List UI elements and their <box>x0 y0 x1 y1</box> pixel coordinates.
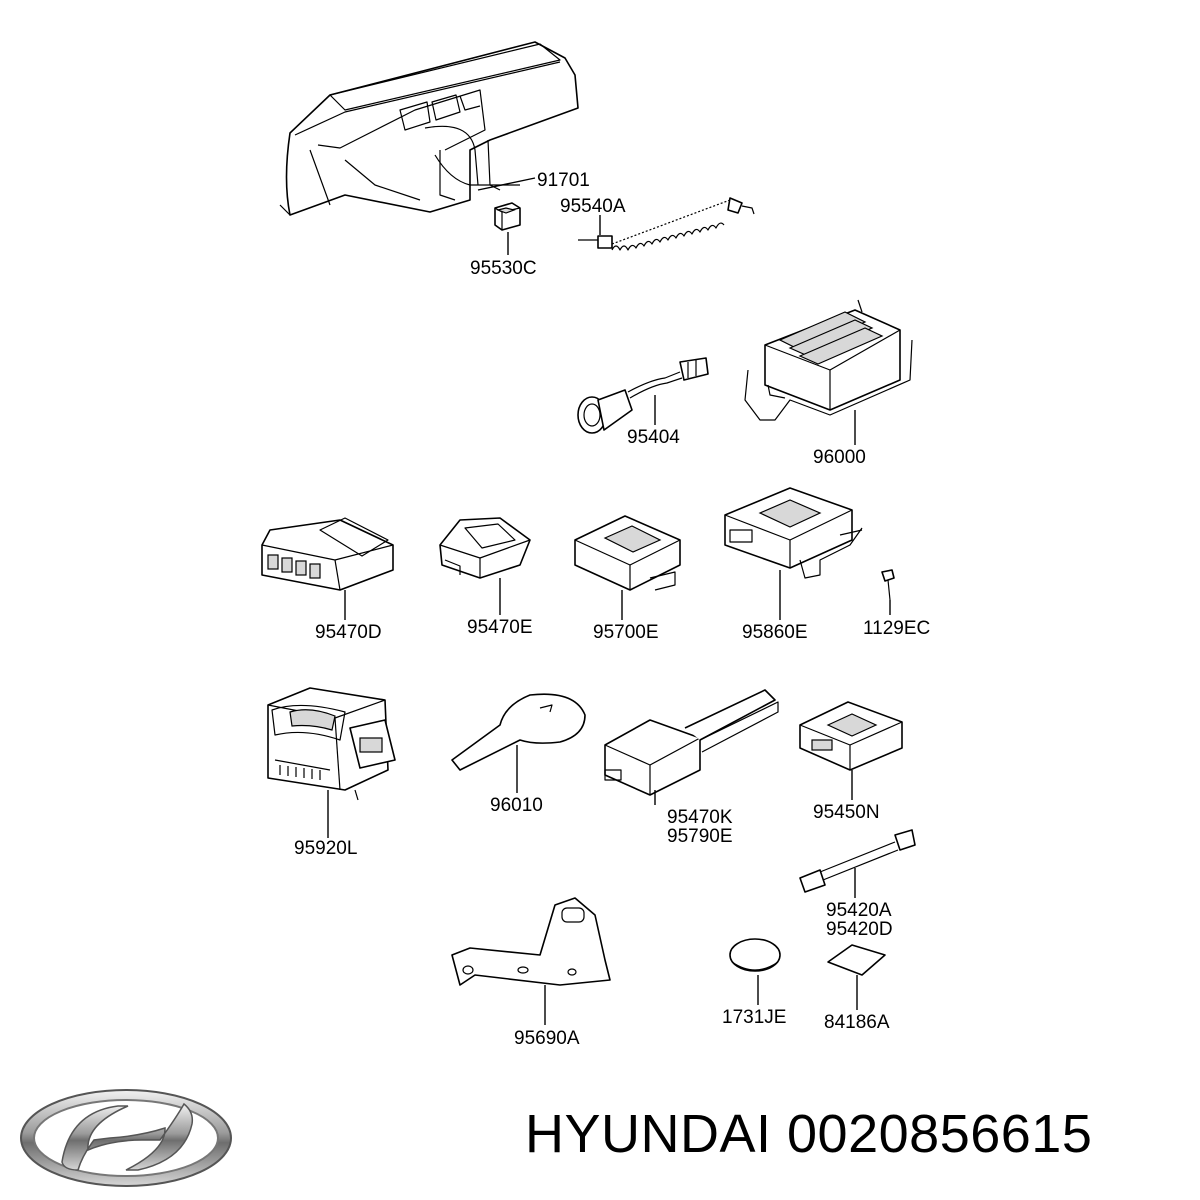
label-84186a: 84186A <box>824 1012 890 1033</box>
label-95530c: 95530C <box>470 258 537 279</box>
label-1731je: 1731JE <box>722 1007 786 1028</box>
sensor-95404 <box>577 357 709 434</box>
label-95450n: 95450N <box>813 802 880 823</box>
brand-part-number: HYUNDAI 0020856615 <box>525 1104 1093 1164</box>
switch-95530c <box>494 202 521 231</box>
module-95470e <box>439 517 531 579</box>
control-box-95700e <box>574 515 681 591</box>
label-95920l: 95920L <box>294 838 357 859</box>
ecu-95470d <box>261 517 394 591</box>
pad-84186a <box>827 944 886 976</box>
harness-95420a <box>799 829 916 893</box>
sensor-block-95920l <box>267 687 396 801</box>
label-95404: 95404 <box>627 427 680 448</box>
control-box-95450n <box>799 701 903 771</box>
label-95470d: 95470D <box>315 622 382 643</box>
label-1129ec: 1129EC <box>863 618 930 639</box>
label-95470e: 95470E <box>467 617 533 638</box>
label-95540a: 95540A <box>560 196 626 217</box>
bracket-95690a <box>451 897 611 986</box>
coiled-cable-95540a <box>578 197 755 251</box>
label-95860e: 95860E <box>742 622 808 643</box>
control-unit-95860e <box>724 487 863 579</box>
part-labels: 91701 95540A 95530C 95404 96000 95470D 9… <box>294 170 930 1049</box>
label-95470k: 95470K <box>667 807 733 828</box>
label-95420d: 95420D <box>826 919 893 940</box>
label-96010: 96010 <box>490 795 543 816</box>
label-95420a: 95420A <box>826 900 892 921</box>
key-96010 <box>451 693 586 771</box>
module-96000 <box>744 299 913 421</box>
label-91701: 91701 <box>537 170 590 191</box>
label-95790e: 95790E <box>667 826 733 847</box>
plug-1731je <box>729 938 781 972</box>
label-95700e: 95700E <box>593 622 659 643</box>
dashboard-illustration <box>279 41 579 216</box>
leader-lines <box>327 177 891 1025</box>
bolt-1129ec <box>881 569 895 601</box>
label-95690a: 95690A <box>514 1028 580 1049</box>
hyundai-logo-icon <box>20 1089 232 1187</box>
module-95470k <box>604 689 779 796</box>
label-96000: 96000 <box>813 447 866 468</box>
